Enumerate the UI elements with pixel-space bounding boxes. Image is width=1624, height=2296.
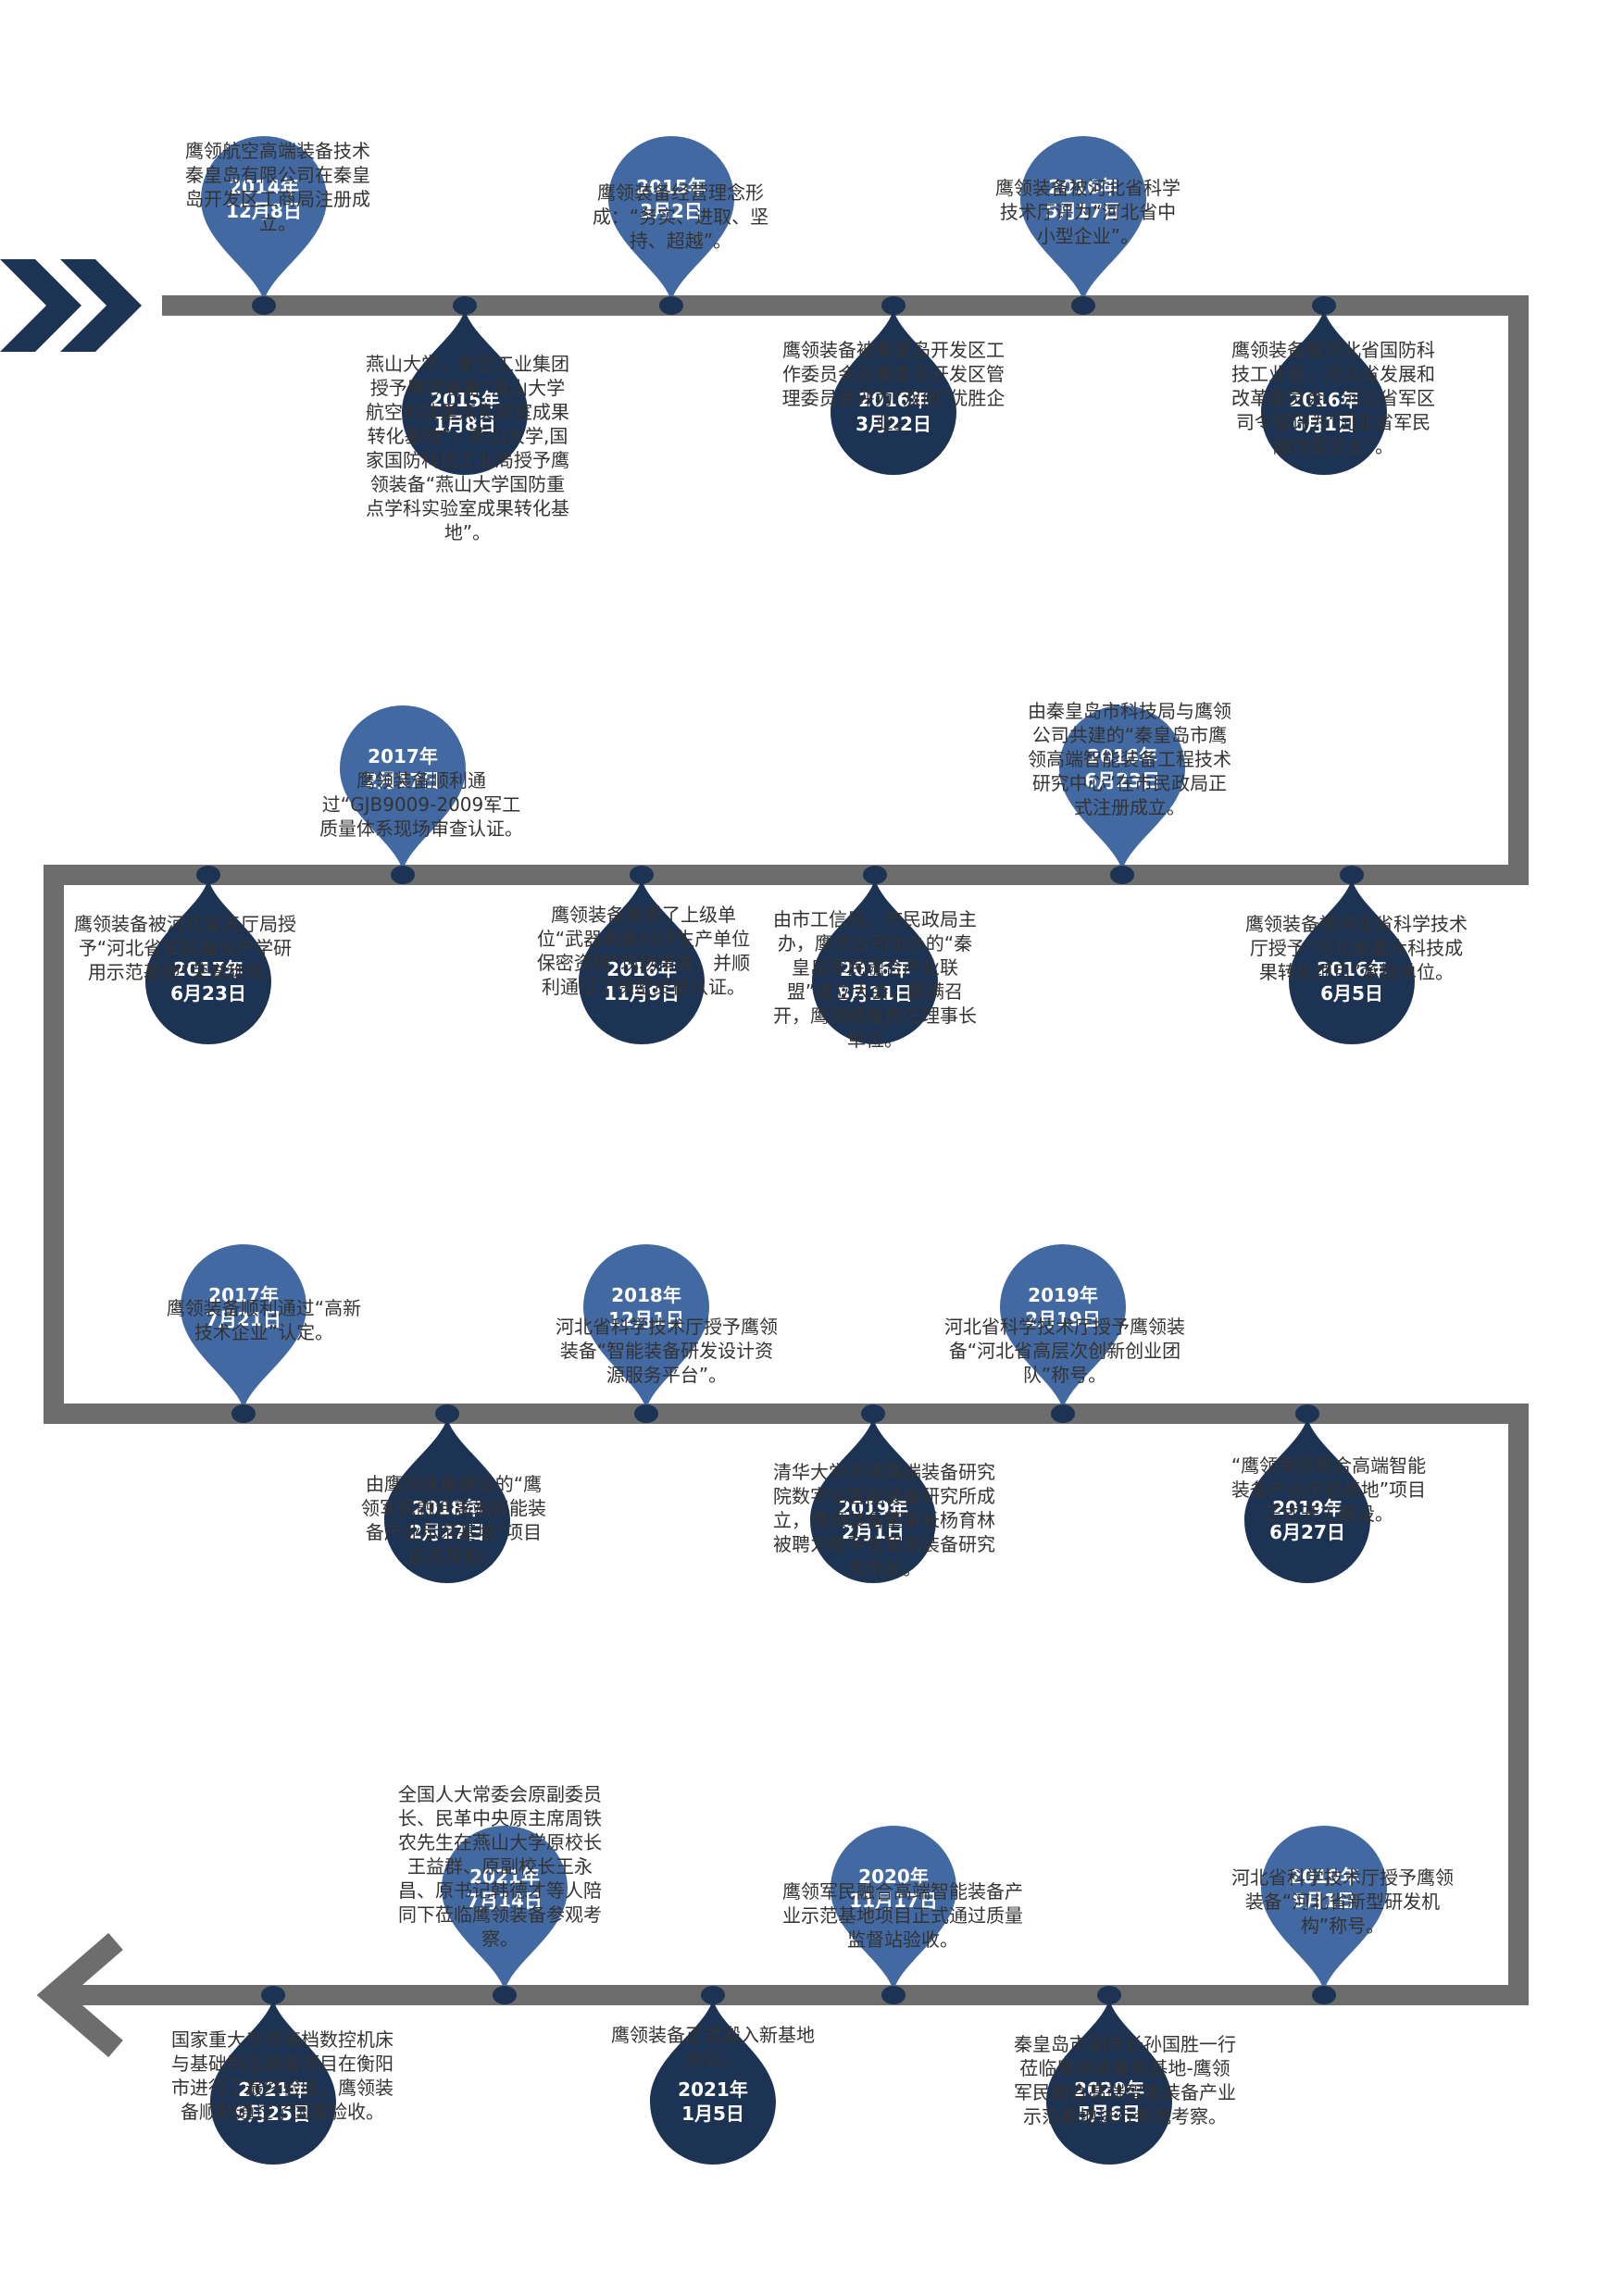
date-marker: 2021年 9月25日 [208, 1997, 338, 2168]
map-pin-icon [1261, 1826, 1387, 1991]
double-chevron-right-icon [0, 259, 142, 352]
water-drop-icon [1046, 1999, 1172, 2165]
event-date: 2021年 9月25日 [235, 2078, 311, 2125]
water-drop-icon [1289, 879, 1415, 1044]
event-date: 2016年 5月17日 [1045, 176, 1121, 222]
map-pin-icon [442, 1826, 568, 1991]
event-date: 2017年 2月17日 [365, 745, 441, 792]
event-date: 2016年 6月1日 [1289, 389, 1359, 435]
event-date: 2019年 6月27日 [1269, 1497, 1345, 1543]
event-date: 2014年 12月8日 [226, 176, 302, 222]
water-drop-icon [831, 309, 956, 475]
event-date: 2016年 11月9日 [604, 958, 680, 1004]
map-pin-icon [201, 136, 327, 302]
water-drop-icon [812, 879, 938, 1044]
date-marker: 2021年 1月5日 [648, 1997, 778, 2168]
date-marker: 2019年 9月1日 [1259, 1822, 1389, 1993]
water-drop-icon [579, 879, 705, 1044]
date-marker: 2020年 11月17日 [829, 1822, 958, 1993]
water-drop-icon [384, 1417, 510, 1583]
date-marker: 2017年 7月21日 [179, 1241, 308, 1412]
map-pin-icon [181, 1244, 306, 1410]
water-drop-icon [402, 309, 528, 475]
date-marker: 2016年 6月5日 [1287, 877, 1417, 1048]
event-date: 2018年 12月1日 [608, 1284, 684, 1330]
date-marker: 2016年 8月11日 [810, 877, 940, 1048]
water-drop-icon [210, 1999, 336, 2165]
map-pin-icon [340, 705, 466, 871]
event-date: 2016年 6月5日 [1317, 958, 1387, 1004]
water-drop-icon [650, 1999, 776, 2165]
event-date: 2020年 11月17日 [849, 1866, 938, 1912]
date-marker: 2016年 5月17日 [1018, 132, 1148, 304]
date-marker: 2016年 6月23日 [1057, 702, 1187, 873]
arrow-left-icon [36, 1932, 130, 2058]
event-date: 2021年 1月5日 [678, 2078, 748, 2125]
date-marker: 2016年 3月22日 [829, 307, 958, 479]
date-marker: 2021年 7月14日 [440, 1822, 569, 1993]
map-pin-icon [583, 1244, 709, 1410]
date-marker: 2019年 2月1日 [808, 1416, 938, 1587]
event-date: 2017年 7月21日 [206, 1284, 281, 1330]
event-date: 2019年 2月19日 [1025, 1284, 1101, 1330]
date-marker: 2017年 6月23日 [144, 877, 273, 1048]
date-marker: 2014年 12月8日 [199, 132, 329, 304]
date-marker: 2019年 6月27日 [1243, 1416, 1372, 1587]
map-pin-icon [831, 1826, 956, 1991]
event-date: 2018年 2月27日 [409, 1497, 485, 1543]
event-date: 2015年 3月2日 [636, 176, 706, 222]
event-date: 2021年 7月14日 [467, 1866, 543, 1912]
date-marker: 2015年 1月8日 [400, 307, 530, 479]
map-pin-icon [608, 136, 734, 302]
event-date: 2019年 2月1日 [838, 1497, 908, 1543]
map-pin-icon [1020, 136, 1146, 302]
water-drop-icon [810, 1417, 936, 1583]
date-marker: 2020年 5月6日 [1044, 1997, 1174, 2168]
event-date: 2015年 1月8日 [430, 389, 500, 435]
date-marker: 2016年 11月9日 [577, 877, 706, 1048]
date-marker: 2016年 6月1日 [1259, 307, 1389, 479]
water-drop-icon [1261, 309, 1387, 475]
date-marker: 2017年 2月17日 [338, 702, 468, 873]
event-date: 2019年 9月1日 [1289, 1866, 1359, 1912]
timeline-path [44, 295, 1529, 2005]
event-date: 2016年 8月11日 [837, 958, 913, 1004]
map-pin-icon [1000, 1244, 1126, 1410]
event-date: 2016年 3月22日 [856, 389, 931, 435]
event-date: 2016年 6月23日 [1084, 745, 1160, 792]
water-drop-icon [145, 879, 271, 1044]
event-date: 2020年 5月6日 [1074, 2078, 1144, 2125]
event-date: 2017年 6月23日 [170, 958, 246, 1004]
map-pin-icon [1059, 705, 1185, 871]
water-drop-icon [1244, 1417, 1370, 1583]
date-marker: 2019年 2月19日 [998, 1241, 1128, 1412]
date-marker: 2015年 3月2日 [606, 132, 736, 304]
date-marker: 2018年 12月1日 [581, 1241, 711, 1412]
date-marker: 2018年 2月27日 [382, 1416, 512, 1587]
